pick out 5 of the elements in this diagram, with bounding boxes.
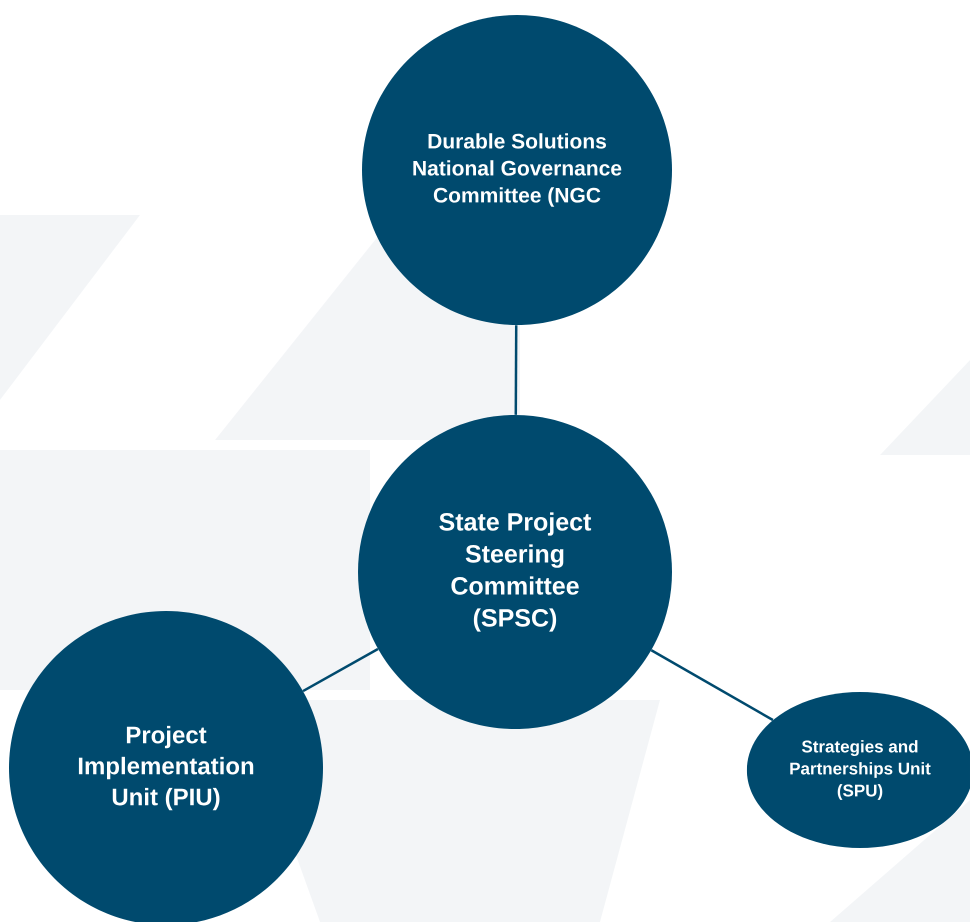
circle-node: Durable Solutions National Governance Committee (NGC (362, 15, 672, 325)
connector-line (302, 648, 379, 692)
connector-line (514, 325, 518, 415)
circle-node: State Project Steering Committee (SPSC) (358, 415, 672, 729)
connector-line (650, 649, 774, 722)
